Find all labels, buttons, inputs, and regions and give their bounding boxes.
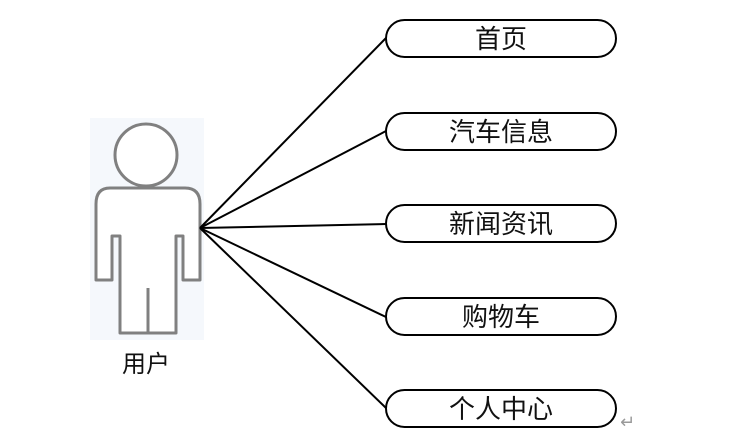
use-case-cart: 购物车 [385,297,617,336]
use-case-profile-shape [385,389,617,428]
actor-label: 用户 [122,350,170,378]
actor-figure [90,118,204,340]
use-case-news-shape [385,204,617,243]
use-case-home: 首页 [385,19,617,58]
use-case-news: 新闻资讯 [385,204,617,243]
paragraph-mark-icon: ↵ [620,412,635,432]
use-case-home-label: 首页 [475,25,527,55]
use-case-car-info: 汽车信息 [385,112,617,151]
association-lines [199,37,387,409]
use-case-cart-shape [385,297,617,336]
use-case-home-shape [385,19,617,58]
association-line-cart [199,227,387,318]
use-case-car-info-label: 汽车信息 [449,118,553,148]
association-line-news [199,223,387,229]
use-case-profile-label: 个人中心 [449,395,553,425]
association-line-profile [199,227,387,409]
use-case-news-label: 新闻资讯 [449,210,553,240]
actor-head [113,122,179,188]
use-case-cart-label: 购物车 [462,303,540,333]
use-case-profile: 个人中心 [385,389,617,428]
use-case-car-info-shape [385,112,617,151]
association-line-car-info [199,130,387,229]
association-line-home [199,37,387,229]
actor-body [94,186,202,335]
